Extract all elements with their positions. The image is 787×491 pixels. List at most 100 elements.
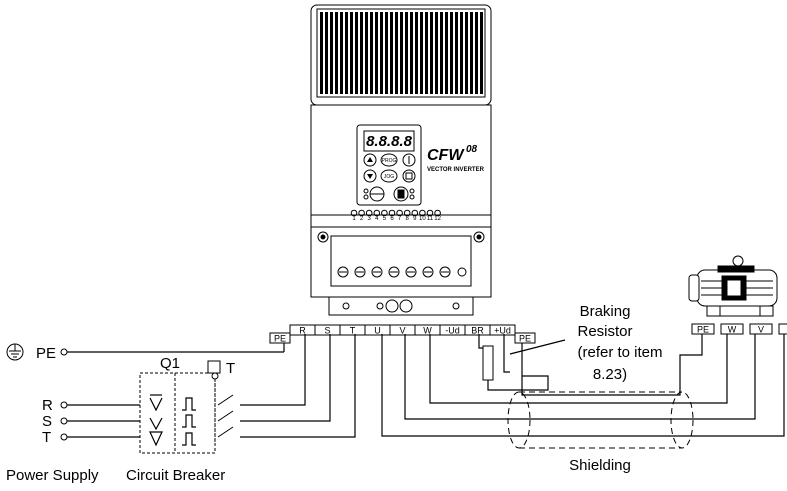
motor-terminal-u: U <box>778 323 787 335</box>
motor-terminal-block: PE W V U <box>691 323 787 335</box>
motor-terminal-w: W <box>720 323 744 335</box>
breaker-trip-label: T <box>226 360 235 377</box>
control-terminal-screw <box>403 209 411 217</box>
control-terminal-label: 12 <box>434 216 441 222</box>
inverter-terminal-pe-0: PE <box>269 332 291 344</box>
brand-subtitle: VECTOR INVERTER <box>427 167 485 173</box>
down-key[interactable] <box>363 169 377 183</box>
control-terminal-screw <box>358 209 365 217</box>
inverter-terminal-label: R <box>299 326 306 336</box>
power-supply: PE R S T Power Supply <box>6 345 99 484</box>
local-remote-key[interactable] <box>363 186 385 202</box>
inverter-terminal-label: U <box>374 326 381 336</box>
brand-logo: CFW 08 VECTOR INVERTER <box>427 144 485 173</box>
control-terminal-label: 9 <box>413 216 417 222</box>
inverter-terminal-label: W <box>423 326 432 336</box>
prog-key-label: PROG <box>382 158 397 164</box>
inverter-unit <box>310 4 492 316</box>
circuit-breaker-caption: Circuit Breaker <box>126 467 225 484</box>
control-terminal-screw <box>388 209 396 217</box>
braking-resistor <box>482 345 494 381</box>
inverter-terminal-label: PE <box>519 334 531 344</box>
brand-logo-text: CFW <box>427 147 465 164</box>
control-terminal-label: 5 <box>383 216 387 222</box>
inverter-terminal-pe-10: PE <box>514 332 536 344</box>
phase-s-label: S <box>42 413 52 430</box>
vent-grille <box>319 12 483 94</box>
inverter-terminal-t-3: T <box>339 324 366 336</box>
up-arrow-icon <box>367 157 373 162</box>
phase-t-label: T <box>42 429 51 446</box>
inverter-terminal-ud-9: +Ud <box>489 324 516 336</box>
down-arrow-icon <box>367 174 373 179</box>
control-terminal-label: 7 <box>398 216 402 222</box>
control-terminal-screw <box>426 209 434 217</box>
control-terminal-label: 6 <box>390 216 394 222</box>
inverter-terminal-br-8: BR <box>464 324 491 336</box>
power-terminal-screws <box>337 266 467 278</box>
control-terminal-screw <box>365 209 373 217</box>
brand-logo-sup: 08 <box>466 144 478 155</box>
inverter-terminal-r-1: R <box>289 324 316 336</box>
resistor-label-line3: (refer to item <box>577 344 662 361</box>
start-key[interactable] <box>402 153 416 167</box>
control-terminal-label: 3 <box>368 216 372 222</box>
stop-key[interactable] <box>402 169 416 183</box>
shielding-caption: Shielding <box>569 457 631 474</box>
inverter-terminal-label: T <box>350 326 356 336</box>
inverter-terminal-ud-7: -Ud <box>439 324 466 336</box>
circuit-breaker: Q1 T <box>139 355 235 454</box>
resistor-label-line4: 8.23) <box>593 366 627 383</box>
phase-r-label: R <box>42 397 53 414</box>
power-supply-caption: Power Supply <box>6 467 99 484</box>
control-terminal-screw <box>434 209 441 217</box>
control-terminal-screw <box>381 209 388 217</box>
inverter-terminal-w-6: W <box>414 324 441 336</box>
inverter-terminal-label: V <box>399 326 405 336</box>
control-terminal-screw <box>419 209 426 217</box>
inverter-terminal-s-2: S <box>314 324 341 336</box>
motor-terminal-v: V <box>749 323 773 335</box>
control-terminal-screw <box>350 209 358 217</box>
control-terminal-label: 4 <box>375 216 379 222</box>
inverter-terminal-label: S <box>324 326 330 336</box>
control-terminal-label: 10 <box>419 216 426 222</box>
control-terminal-label: 2 <box>360 216 364 222</box>
control-terminal-screw <box>396 209 403 217</box>
inverter-terminal-label: BR <box>471 326 484 336</box>
control-terminal-label: 8 <box>406 216 410 222</box>
up-key[interactable] <box>363 153 377 167</box>
reverse-icon <box>397 189 405 199</box>
motor-terminal-pe: PE <box>691 323 715 335</box>
braking-resistor-label: Braking Resistor (refer to item 8.23) <box>577 303 662 383</box>
control-terminal-label: 1 <box>352 216 356 222</box>
inverter-terminal-u-4: U <box>364 324 391 336</box>
ground-icon <box>6 343 24 361</box>
motor <box>688 255 778 317</box>
resistor-label-line1: Braking <box>580 303 631 320</box>
jog-key[interactable]: JOG <box>380 169 398 183</box>
inverter-terminal-label: -Ud <box>445 326 460 336</box>
resistor-label-line2: Resistor <box>577 323 632 340</box>
motor-terminal-label: V <box>758 325 764 335</box>
motor-terminal-label: W <box>728 325 737 335</box>
control-terminal-label: 11 <box>427 216 434 222</box>
prog-key[interactable]: PROG <box>380 153 398 167</box>
control-terminal-screw <box>411 209 419 217</box>
display-readout: 8.8.8.8 <box>366 133 413 150</box>
jog-key-label: JOG <box>384 174 394 180</box>
inverter-terminal-label: +Ud <box>494 326 511 336</box>
pe-label: PE <box>36 345 56 362</box>
inverter-terminal-v-5: V <box>389 324 416 336</box>
keypad-hmi: 8.8.8.8 PROG JOG <box>356 124 422 206</box>
wiring <box>66 334 785 438</box>
stop-icon <box>405 172 413 180</box>
reverse-key[interactable] <box>393 186 415 202</box>
control-terminal-screw <box>373 209 381 217</box>
motor-terminal-label: PE <box>697 325 709 335</box>
breaker-id: Q1 <box>160 355 180 372</box>
shielding <box>507 391 694 449</box>
